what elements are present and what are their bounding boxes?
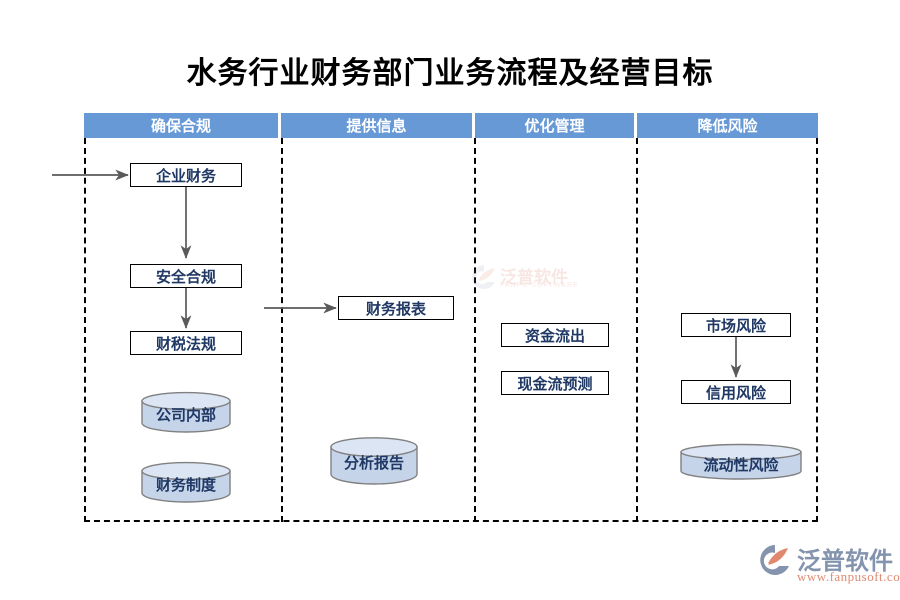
brand-url: www.fanpusoft.com bbox=[797, 569, 900, 584]
node-financial-statement[interactable]: 财务报表 bbox=[338, 296, 454, 320]
cylinder-shape bbox=[330, 437, 418, 485]
node-safety-compliance[interactable]: 安全合规 bbox=[130, 264, 242, 288]
node-label: 企业财务 bbox=[155, 168, 216, 185]
connector-finance-to-safety bbox=[180, 186, 192, 259]
connector-entry-arrow bbox=[52, 169, 129, 181]
cylinder-shape bbox=[141, 391, 231, 433]
lane-header-information[interactable]: 提供信息 bbox=[281, 113, 472, 138]
node-cashflow-forecast[interactable]: 现金流预测 bbox=[501, 371, 609, 395]
cylinder-shape bbox=[141, 461, 231, 503]
lane-header-label: 降低风险 bbox=[697, 119, 758, 135]
node-enterprise-finance[interactable]: 企业财务 bbox=[130, 163, 242, 187]
cylinder-shape bbox=[680, 443, 802, 480]
node-label: 财务报表 bbox=[365, 301, 426, 318]
node-label: 安全合规 bbox=[155, 269, 216, 286]
connector-safety-to-tax bbox=[180, 288, 192, 329]
node-analysis-report[interactable]: 分析报告 bbox=[329, 437, 419, 485]
lane-header-label: 提供信息 bbox=[346, 119, 407, 135]
node-credit-risk[interactable]: 信用风险 bbox=[681, 380, 791, 404]
lane-divider-3 bbox=[636, 138, 638, 522]
lane-header-label: 确保合规 bbox=[150, 119, 211, 135]
node-liquidity-risk[interactable]: 流动性风险 bbox=[679, 443, 803, 480]
lane-header-management[interactable]: 优化管理 bbox=[475, 113, 634, 138]
watermark-subtitle: FANPU SOFTWARE bbox=[500, 282, 579, 289]
node-label: 资金流出 bbox=[524, 328, 585, 345]
node-capital-outflow[interactable]: 资金流出 bbox=[501, 323, 609, 347]
lane-header-compliance[interactable]: 确保合规 bbox=[84, 113, 278, 138]
node-company-internal[interactable]: 公司内部 bbox=[140, 391, 232, 433]
node-finance-system[interactable]: 财务制度 bbox=[140, 461, 232, 503]
page-title: 水务行业财务部门业务流程及经营目标 bbox=[186, 57, 714, 90]
lane-header-label: 优化管理 bbox=[524, 119, 585, 135]
fanpu-logo-icon bbox=[760, 545, 789, 575]
connector-market-to-credit bbox=[730, 337, 742, 378]
lane-divider-2 bbox=[474, 138, 476, 522]
brand-logo: 泛普软件 www.fanpusoft.com bbox=[757, 541, 900, 591]
watermark-name: 泛普软件 bbox=[500, 268, 568, 287]
node-label: 现金流预测 bbox=[517, 376, 593, 393]
connector-compliance-to-info bbox=[264, 302, 337, 314]
swimlane-frame bbox=[84, 138, 818, 522]
node-label: 市场风险 bbox=[705, 318, 766, 335]
node-label: 信用风险 bbox=[705, 385, 766, 402]
node-tax-regulation[interactable]: 财税法规 bbox=[130, 331, 242, 355]
fanpu-logo-icon bbox=[472, 265, 495, 289]
center-watermark: 泛普软件 FANPU SOFTWARE bbox=[470, 262, 590, 296]
brand-name: 泛普软件 bbox=[797, 548, 893, 575]
node-market-risk[interactable]: 市场风险 bbox=[681, 313, 791, 337]
lane-divider-1 bbox=[281, 138, 283, 522]
node-label: 财税法规 bbox=[155, 336, 216, 353]
lane-header-risk[interactable]: 降低风险 bbox=[637, 113, 818, 138]
